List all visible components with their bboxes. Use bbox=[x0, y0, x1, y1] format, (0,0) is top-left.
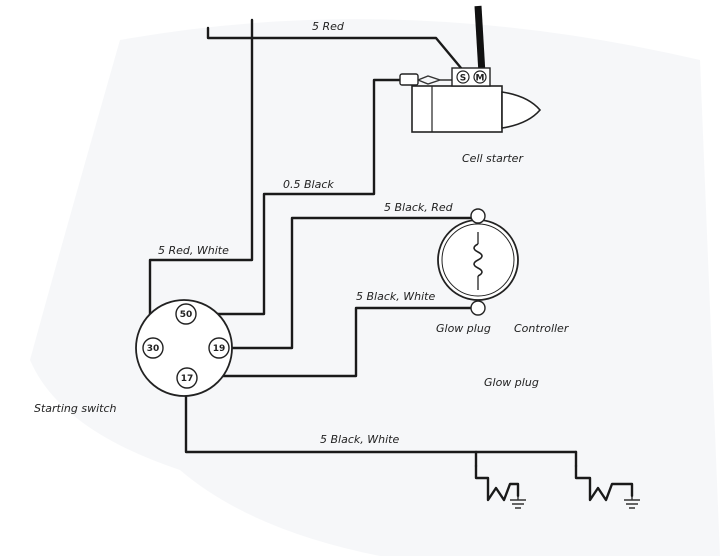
switch-terminal-50 bbox=[175, 303, 197, 325]
label-5-black-white-upper: 5 Black, White bbox=[356, 290, 435, 303]
wire-0-5-black bbox=[194, 78, 402, 316]
switch-terminal-17 bbox=[176, 367, 198, 389]
switch-label-19: 19 bbox=[213, 344, 226, 354]
switch-terminal-30 bbox=[142, 337, 164, 359]
label-starting-switch: Starting switch bbox=[34, 402, 117, 415]
wire-5-red bbox=[206, 26, 468, 76]
label-5-red: 5 Red bbox=[312, 20, 345, 33]
label-glow-plug-controller: Glow plug bbox=[436, 322, 491, 335]
cell-starter: S M bbox=[411, 67, 542, 133]
label-5-black-white-lower: 5 Black, White bbox=[320, 433, 399, 446]
switch-terminal-19 bbox=[208, 337, 230, 359]
label-0-5-black: 0.5 Black bbox=[283, 178, 334, 191]
starter-label-m: M bbox=[476, 74, 485, 84]
starter-terminal-s bbox=[456, 70, 470, 84]
switch-label-50: 50 bbox=[180, 310, 193, 320]
label-5-black-red: 5 Black, Red bbox=[384, 201, 454, 214]
glow-plug-1 bbox=[474, 464, 526, 509]
wire-5-red-white bbox=[148, 18, 254, 350]
starting-switch: 50 30 19 17 bbox=[135, 299, 233, 397]
glow-plug-2 bbox=[574, 464, 640, 509]
switch-label-17: 17 bbox=[181, 374, 194, 384]
switch-label-30: 30 bbox=[147, 344, 160, 354]
starter-terminal-m bbox=[473, 70, 487, 84]
paper-shading bbox=[30, 19, 720, 556]
battery-cable bbox=[474, 5, 486, 75]
label-5-red-white: 5 Red, White bbox=[158, 244, 229, 257]
label-cell-starter: Cell starter bbox=[462, 152, 524, 165]
label-controller: Controller bbox=[514, 322, 570, 335]
inline-connector bbox=[399, 73, 419, 86]
controller-terminal-top bbox=[470, 208, 486, 224]
starter-label-s: S bbox=[460, 74, 466, 84]
glow-plug-controller bbox=[437, 208, 519, 316]
controller-terminal-bottom bbox=[470, 300, 486, 316]
label-glow-plug: Glow plug bbox=[484, 376, 539, 389]
wire-5-black-red bbox=[228, 216, 474, 350]
wire-5-black-white-lower bbox=[184, 376, 578, 454]
wire-5-black-white-upper bbox=[196, 306, 474, 378]
